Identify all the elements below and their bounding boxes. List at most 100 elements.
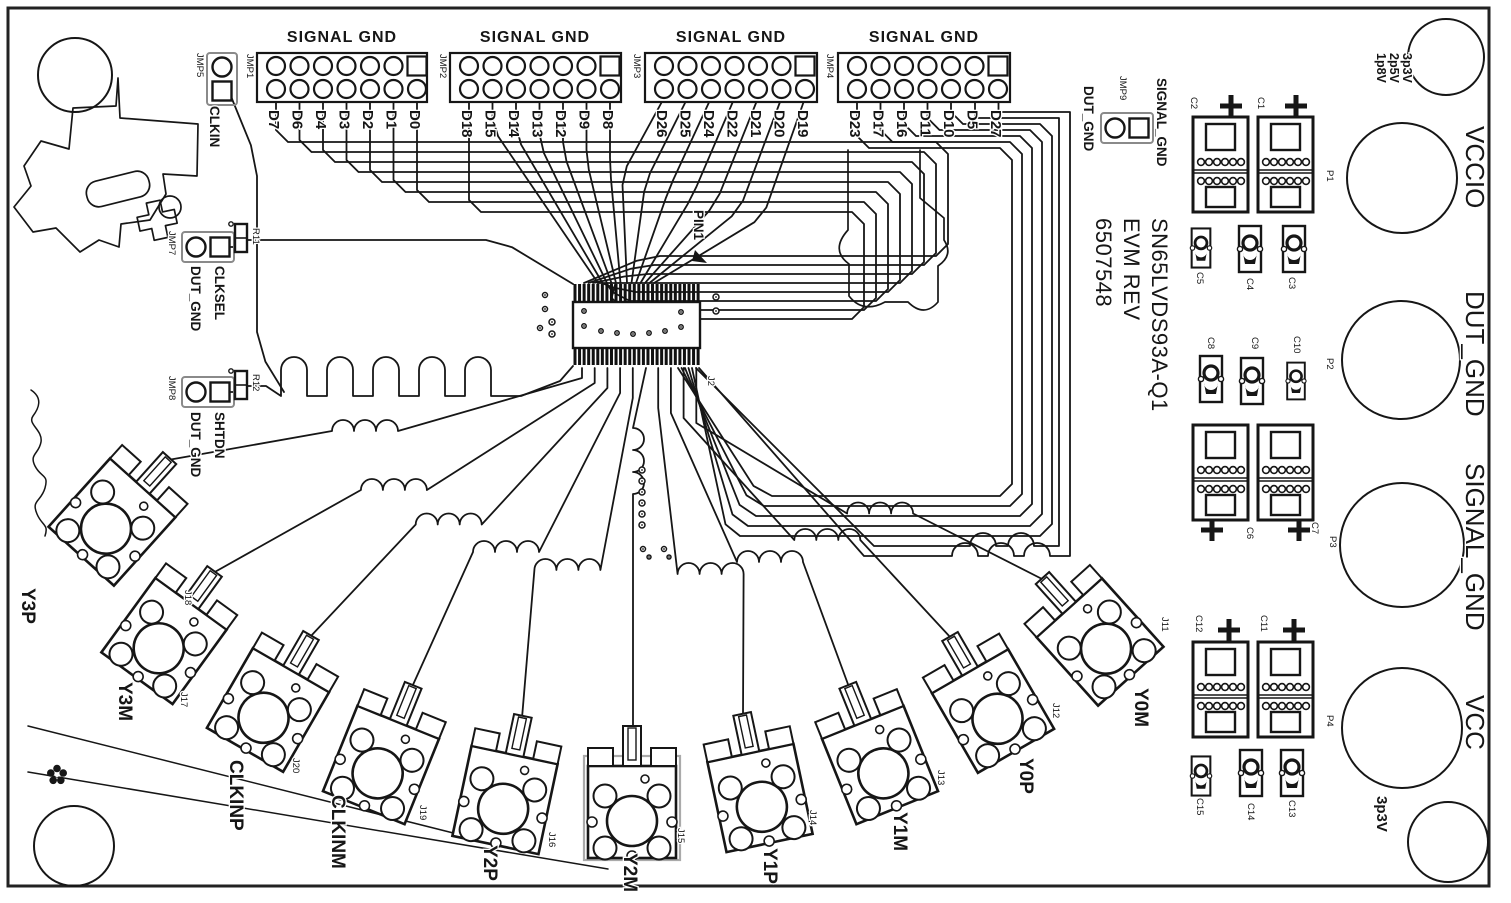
pin-label: D7 (265, 110, 282, 129)
pin-label: D25 (677, 110, 694, 138)
clkin-label: CLKIN (207, 106, 222, 147)
pin-label: D6 (289, 110, 306, 129)
cap-ref: C14 (1245, 803, 1256, 820)
sma-label: Y0P (1015, 758, 1036, 794)
pin-label: D11 (917, 110, 934, 137)
pin-label: D9 (576, 110, 593, 129)
mounting-hole-bottom-left (33, 805, 115, 887)
r12-ref: R12 (250, 374, 261, 391)
mounting-hole-top-right (1407, 18, 1485, 96)
mounting-hole-bottom-right (1407, 801, 1489, 883)
cap-ref: C6 (1244, 527, 1255, 539)
cap-c1 (1256, 115, 1315, 214)
cap-c3 (1279, 224, 1309, 274)
shtdn-label: SHTDN (212, 412, 227, 459)
p2-ref: P2 (1324, 358, 1335, 370)
cap-c4 (1235, 224, 1265, 274)
sma-ref: J13 (935, 770, 946, 785)
cap-c7 (1256, 423, 1315, 522)
cap-ref: C10 (1291, 336, 1302, 353)
pin-label: D2 (359, 110, 376, 129)
pin-label: D14 (505, 110, 522, 138)
pin-label: D15 (482, 110, 499, 138)
cap-c11 (1256, 640, 1315, 739)
header3-title: SIGNAL GND (676, 29, 786, 46)
vcc-label: VCC (1460, 695, 1490, 750)
sma-ref: J19 (417, 805, 428, 820)
jmp7-ref: JMP7 (166, 231, 177, 255)
sma-ref: J15 (675, 828, 686, 843)
sma-label: CLKINM (327, 795, 348, 869)
flower-symbol-icon (47, 764, 67, 785)
cap-c6 (1191, 423, 1250, 522)
cap-c2 (1191, 115, 1250, 214)
sma-label: Y1P (759, 848, 780, 884)
cap-ref: C13 (1286, 800, 1297, 817)
mounting-hole-top-left (37, 37, 113, 113)
r11-ref: R11 (250, 228, 261, 245)
header4-title: SIGNAL GND (869, 29, 979, 46)
chip-ref: J2 (705, 376, 716, 386)
pin-label: D0 (406, 110, 423, 129)
sma-label: Y3P (17, 588, 38, 624)
assembly-number: 6507548 (1091, 218, 1116, 307)
header4-ref: JMP4 (824, 54, 835, 78)
jmp8-ref: JMP8 (166, 376, 177, 400)
chip-pins (573, 284, 700, 365)
vccio-voltage-2: 2p5V (1387, 53, 1401, 84)
p1-ref: P1 (1324, 170, 1335, 182)
pin-label: D24 (700, 110, 717, 138)
banana-jack-vcc (1341, 667, 1463, 789)
cap-c5 (1188, 227, 1214, 269)
sma-label: Y2P (479, 845, 500, 881)
jmp7-gnd-label: DUT_GND (188, 266, 203, 332)
pin-label: D8 (599, 110, 616, 129)
sma-label: Y3M (114, 682, 135, 721)
part-number: SN65LVDS93A-Q1 (1147, 218, 1172, 412)
cap-ref: C7 (1309, 522, 1320, 534)
sma-ref: J18 (182, 590, 193, 605)
pin1-label: PIN1 (691, 210, 706, 241)
vccio-label: VCCIO (1460, 126, 1490, 208)
pin-label: D17 (870, 110, 887, 138)
header2-title: SIGNAL GND (480, 29, 590, 46)
cap-ref: C11 (1258, 615, 1269, 632)
cap-ref: C15 (1194, 798, 1205, 815)
cap-ref: C3 (1286, 277, 1297, 289)
dut-gnd-label: DUT_GND (1460, 291, 1490, 417)
cap-ref: C9 (1249, 337, 1260, 349)
cap-c8 (1196, 354, 1226, 404)
cap-ref: C1 (1255, 97, 1266, 109)
banana-jack-dut-gnd (1341, 300, 1461, 420)
cap-ref: C2 (1188, 97, 1199, 109)
sma-label: Y2M (619, 853, 640, 892)
jmp9-dut-gnd-label: DUT_GND (1081, 86, 1096, 152)
pin-label: D27 (987, 110, 1004, 138)
p4-ref: P4 (1324, 715, 1335, 727)
pin-label: D1 (383, 110, 400, 129)
pin-label: D13 (529, 110, 546, 138)
signal-gnd-label: SIGNAL_GND (1460, 463, 1490, 631)
cap-ref: C4 (1244, 278, 1255, 290)
cap-c13 (1277, 748, 1307, 798)
vias (536, 291, 720, 560)
pin-label: D10 (940, 110, 957, 138)
clksel-label: CLKSEL (212, 266, 227, 320)
sma-label: Y1M (889, 812, 910, 851)
pin1-arrow-icon (692, 250, 707, 263)
pin-label: D26 (653, 110, 670, 138)
ti-logo (13, 77, 199, 253)
cap-c9 (1237, 356, 1267, 406)
jmp9-signal-gnd-label: SIGNAL_GND (1154, 78, 1169, 167)
sma-ref: J14 (807, 810, 818, 825)
vcc-voltage: 3p3V (1373, 796, 1390, 832)
cap-c10 (1284, 361, 1308, 401)
cap-c15 (1188, 755, 1214, 797)
cap-ref: C5 (1194, 272, 1205, 284)
banana-jack-vccio (1346, 122, 1458, 234)
pin-label: D16 (893, 110, 910, 138)
cap-ref: C8 (1205, 337, 1216, 349)
sma-ref: J17 (178, 692, 189, 707)
vccio-voltage-1: 1p8V (1374, 53, 1388, 84)
